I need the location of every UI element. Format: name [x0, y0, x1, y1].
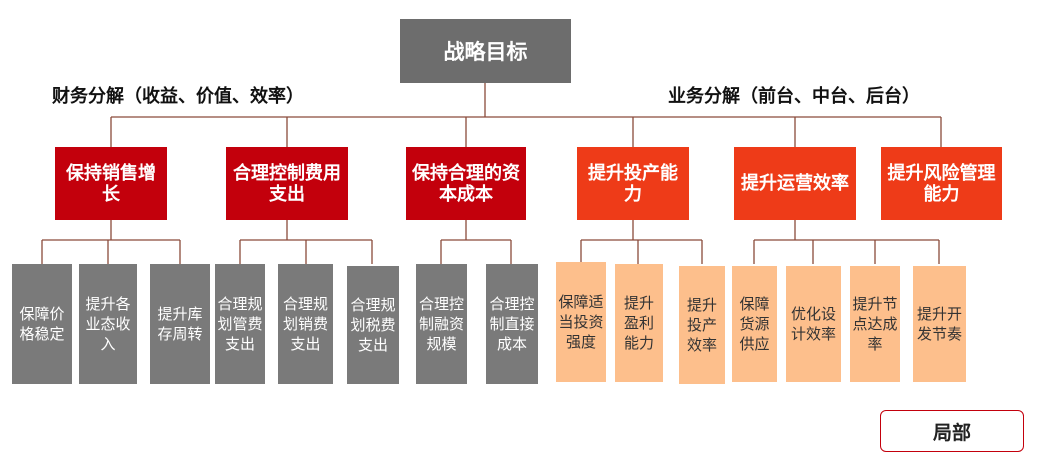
leaf-sales-expense: 合理规划销费支出 — [278, 264, 333, 384]
leaf-admin-expense: 合理规划管费支出 — [215, 264, 265, 384]
branch-capital-cost: 保持合理的资本成本 — [406, 147, 526, 220]
business-decomposition-heading: 业务分解（前台、中台、后台） — [668, 86, 920, 107]
leaf-inventory-turnover: 提升库存周转 — [150, 264, 210, 384]
strategic-goal-node: 战略目标 — [400, 19, 571, 83]
leaf-direct-cost: 合理控制直接成本 — [486, 264, 538, 384]
leaf-price-stability: 保障价格稳定 — [12, 264, 72, 384]
branch-investment-capacity: 提升投产能力 — [577, 147, 689, 220]
branch-sales-growth: 保持销售增长 — [55, 147, 167, 220]
leaf-supply-assurance: 保障货源供应 — [732, 266, 777, 382]
scope-badge: 局部 — [880, 410, 1024, 452]
leaf-investment-intensity: 保障适当投资强度 — [556, 262, 606, 382]
branch-risk-management: 提升风险管理能力 — [881, 147, 1002, 220]
leaf-tax-expense: 合理规划税费支出 — [347, 266, 399, 384]
leaf-investment-efficiency: 提升投产效率 — [679, 266, 725, 384]
leaf-format-revenue: 提升各业态收入 — [79, 264, 137, 384]
leaf-design-efficiency: 优化设计效率 — [786, 266, 841, 382]
leaf-profitability: 提升盈利能力 — [615, 264, 663, 382]
leaf-financing-scale: 合理控制融资规模 — [416, 264, 467, 384]
financial-decomposition-heading: 财务分解（收益、价值、效率） — [52, 86, 304, 107]
branch-expense-control: 合理控制费用支出 — [226, 147, 348, 220]
leaf-development-pace: 提升开发节奏 — [913, 266, 966, 382]
branch-operational-efficiency: 提升运营效率 — [734, 147, 856, 220]
leaf-milestone-rate: 提升节点达成率 — [850, 266, 900, 382]
